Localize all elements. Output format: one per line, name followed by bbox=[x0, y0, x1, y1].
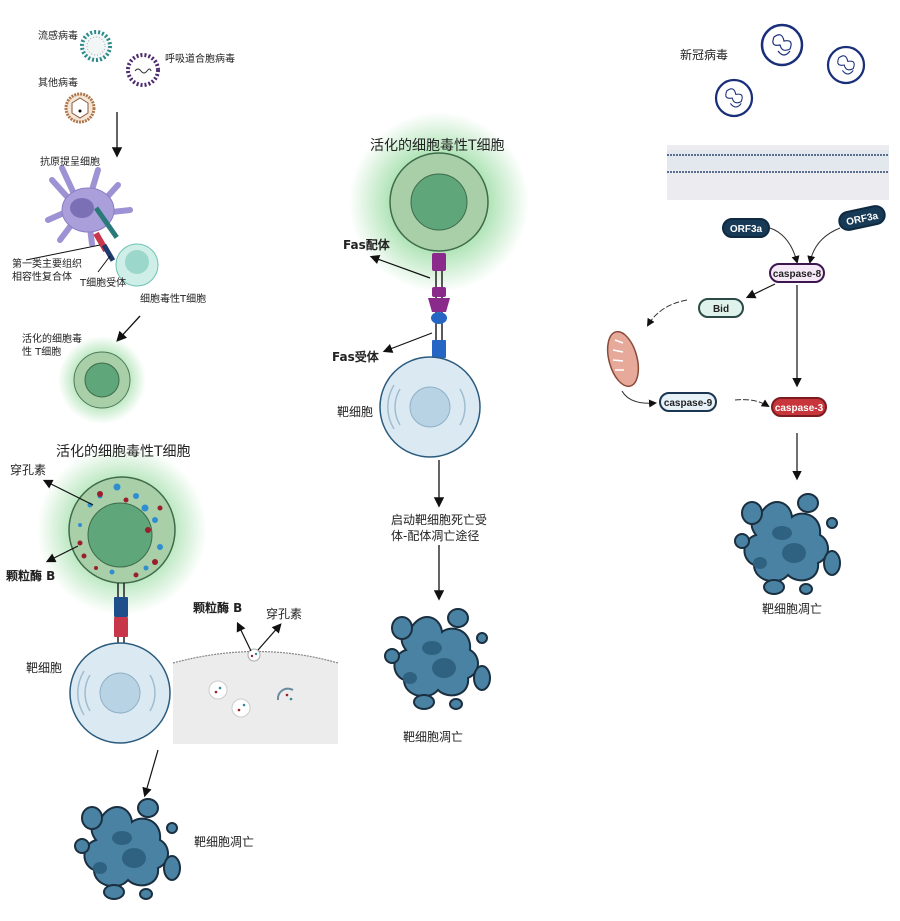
tcr-label: T细胞受体 bbox=[80, 278, 127, 289]
arrow-to-activated-t-cell bbox=[116, 315, 141, 342]
caspase-9-node: caspase-9 bbox=[659, 392, 717, 412]
target-cell-middle bbox=[379, 356, 481, 458]
cytotoxic-t-cell-small bbox=[115, 243, 159, 287]
rsv-virus-icon bbox=[126, 53, 160, 87]
rsv-virus-label: 呼吸道合胞病毒 bbox=[165, 54, 235, 65]
activated-t-cell-middle bbox=[349, 112, 529, 292]
fas-receptor-label: Fas受体 bbox=[332, 350, 379, 364]
apoptosis-label-middle: 靶细胞凋亡 bbox=[403, 730, 464, 744]
influenza-virus-icon bbox=[80, 30, 112, 62]
mitochondrion-icon bbox=[606, 330, 640, 388]
middle-panel-title: 活化的细胞毒性T细胞 bbox=[370, 138, 505, 154]
target-cell-left bbox=[69, 642, 171, 744]
granzyme-label: 颗粒酶 B bbox=[6, 569, 56, 583]
arrow-bid-to-mitochondria bbox=[646, 299, 688, 327]
fas-ligand-receptor-complex bbox=[428, 253, 450, 358]
activated-t-cell-small bbox=[58, 336, 146, 424]
arrow-mitochondria-to-caspase9 bbox=[621, 390, 657, 408]
cell-membrane-zoom-panel bbox=[172, 648, 339, 744]
apc-label: 抗原提呈细胞 bbox=[40, 157, 100, 168]
activated-t-cell-granules bbox=[37, 445, 207, 615]
zoom-granzyme-arrow bbox=[236, 621, 252, 652]
fas-ligand-label: Fas配体 bbox=[343, 238, 390, 252]
apoptotic-cell-middle bbox=[384, 608, 491, 710]
sars-cov-2-virus-icons bbox=[714, 23, 866, 118]
cytotoxic-t-cell-label: 细胞毒性T细胞 bbox=[140, 294, 207, 305]
caspase-8-node: caspase-8 bbox=[769, 263, 825, 283]
apoptosis-label-right: 靶细胞凋亡 bbox=[762, 602, 823, 616]
arrow-orf3a-left bbox=[769, 227, 800, 264]
influenza-virus-label: 流感病毒 bbox=[38, 31, 78, 42]
arrow-orf3a-right bbox=[807, 227, 841, 264]
other-virus-icon bbox=[64, 92, 96, 124]
fas-receptor-pointer-arrow bbox=[382, 332, 433, 353]
mhc-label: 第一类主要组织 相容性复合体 bbox=[12, 259, 82, 283]
activated-t-cell-title: 活化的细胞毒性T细胞 bbox=[56, 444, 191, 460]
sars-cov-2-label: 新冠病毒 bbox=[680, 48, 729, 62]
caspase-3-node: caspase-3 bbox=[771, 397, 827, 417]
apoptosis-label-left: 靶细胞凋亡 bbox=[194, 835, 255, 849]
perforin-pointer-arrow bbox=[42, 479, 94, 506]
activated-t-cell-small-label: 活化的细胞毒 性 T细胞 bbox=[22, 334, 82, 358]
tcr-pointer-line bbox=[97, 255, 111, 273]
arrow-caspase9-to-caspase3 bbox=[734, 399, 770, 408]
cell-membrane-band bbox=[667, 145, 889, 200]
zoom-granzyme-label: 颗粒酶 B bbox=[193, 601, 243, 615]
other-virus-label: 其他病毒 bbox=[38, 78, 78, 89]
apoptotic-cell-left bbox=[74, 798, 181, 900]
zoom-perforin-label: 穿孔素 bbox=[266, 607, 303, 621]
apoptotic-cell-right bbox=[734, 493, 841, 595]
mhc-pointer-line bbox=[25, 244, 101, 261]
target-cell-label-left: 靶细胞 bbox=[26, 661, 63, 675]
arrow-to-apoptosis-left bbox=[142, 749, 159, 798]
target-cell-label-middle: 靶细胞 bbox=[337, 405, 374, 419]
zoom-perforin-arrow bbox=[257, 623, 282, 651]
arrow-caspase8-to-bid bbox=[745, 283, 776, 299]
fas-ligand-pointer-arrow bbox=[369, 254, 431, 279]
perforin-label: 穿孔素 bbox=[10, 463, 47, 477]
antigen-presenting-cell bbox=[45, 165, 133, 247]
granzyme-pointer-arrow bbox=[45, 545, 79, 563]
mhc-tcr-complex bbox=[93, 206, 119, 262]
orf3a-node-left: ORF3a bbox=[722, 218, 770, 238]
bid-node: Bid bbox=[698, 298, 744, 318]
pathway-label: 启动靶细胞死亡受 体-配体凋亡途径 bbox=[391, 513, 488, 543]
